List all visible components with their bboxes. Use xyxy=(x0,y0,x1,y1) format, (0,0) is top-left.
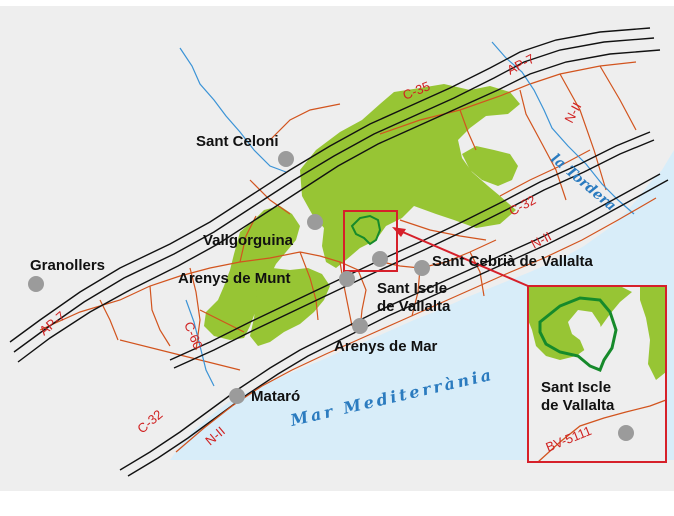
town-label-granollers: Granollers xyxy=(30,257,105,274)
inset-town-label-line2: de Vallalta xyxy=(541,397,615,414)
pointer-arrow xyxy=(392,227,529,287)
forest-west xyxy=(204,206,300,340)
inset-clearing xyxy=(568,310,604,354)
inset-frame xyxy=(527,285,667,463)
inset-road xyxy=(537,399,667,463)
inset-town-dot xyxy=(618,425,634,441)
town-label-mataro: Mataró xyxy=(251,388,300,405)
town-dot-mataro xyxy=(229,388,245,404)
town-dot-sant-iscle xyxy=(372,251,388,267)
town-dots xyxy=(28,151,430,404)
town-label-sant-celoni: Sant Celoni xyxy=(196,133,279,150)
town-dot-sant-celoni xyxy=(278,151,294,167)
town-label-vallgorguina: Vallgorguina xyxy=(203,232,294,249)
inset-town-label-line1: Sant Iscle xyxy=(541,379,611,396)
highways xyxy=(9,27,669,477)
town-label-arenys-de-mar: Arenys de Mar xyxy=(334,338,438,355)
town-label-arenys-de-munt: Arenys de Munt xyxy=(178,270,291,287)
forest-east xyxy=(462,146,518,186)
town-labels: Sant Celoni Vallgorguina Granollers Aren… xyxy=(30,133,594,405)
town-dot-vallgorguina xyxy=(307,214,323,230)
town-label-sant-iscle-line1: Sant Iscle xyxy=(377,280,447,297)
forest-centre xyxy=(250,268,330,346)
inset-forest-east xyxy=(640,286,666,380)
town-dot-arenys-de-mar xyxy=(352,318,368,334)
highlight-box xyxy=(343,210,398,272)
trail-small xyxy=(350,214,382,246)
town-dot-granollers xyxy=(28,276,44,292)
town-label-sant-cebria: Sant Cebrià de Vallalta xyxy=(432,253,594,270)
inset-trail xyxy=(538,296,618,372)
town-dot-sant-cebria xyxy=(414,260,430,276)
town-label-sant-iscle-line2: de Vallalta xyxy=(377,298,451,315)
town-dot-arenys-de-munt xyxy=(339,271,355,287)
inset-map: Sant Iscle de Vallalta BV-5111 xyxy=(527,285,667,463)
